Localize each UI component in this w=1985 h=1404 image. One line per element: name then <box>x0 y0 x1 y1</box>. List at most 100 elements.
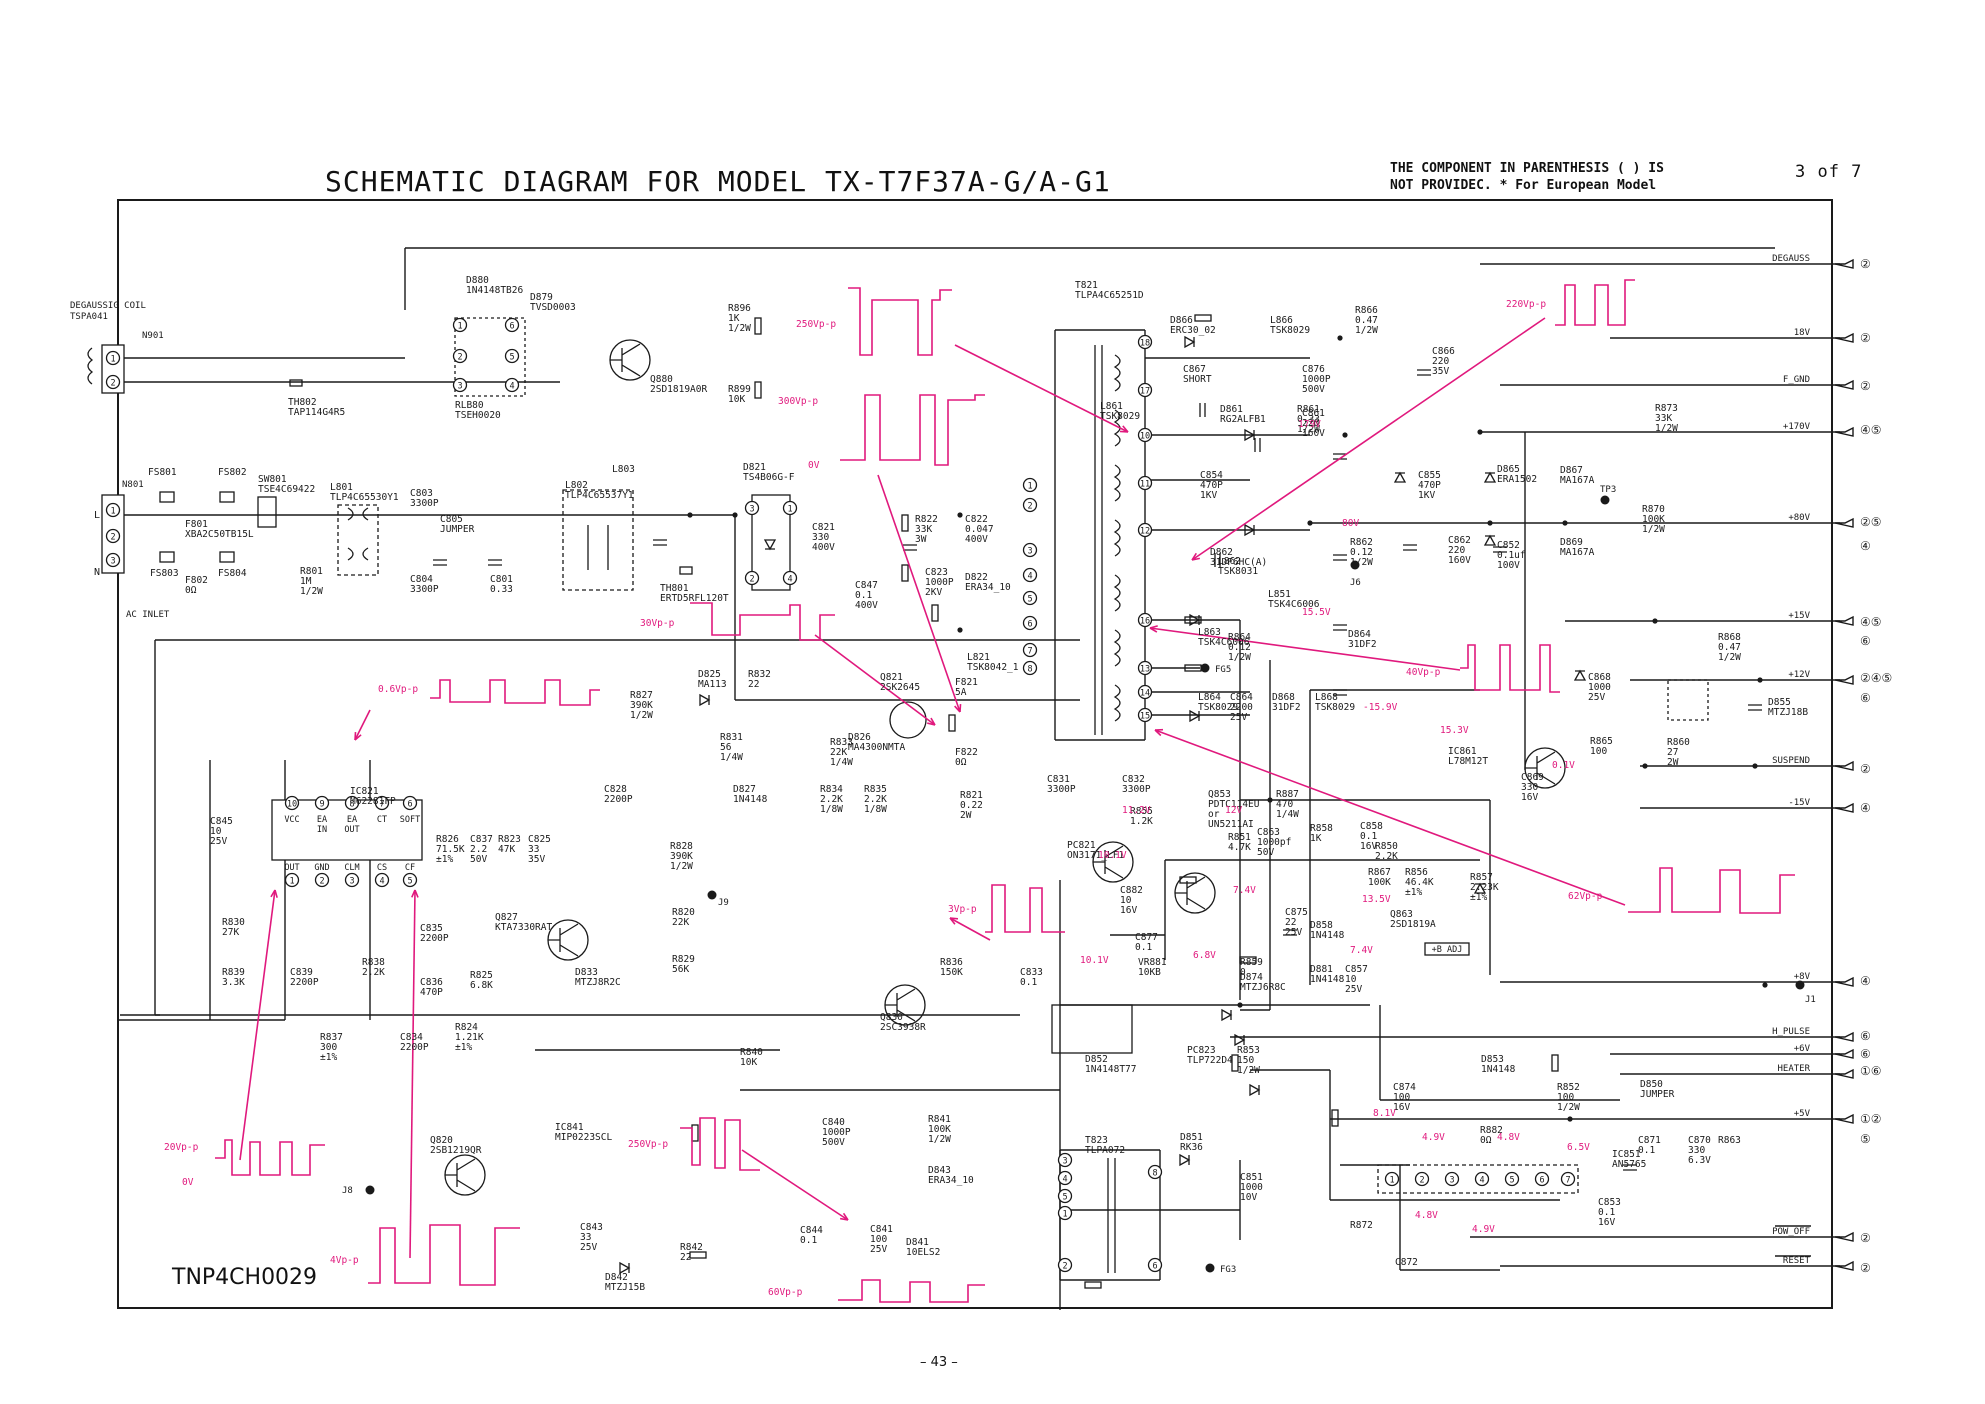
component-c821: C821 <box>812 522 835 533</box>
component-c864: 2200 <box>1230 702 1253 713</box>
waveform-pointer <box>954 344 1129 433</box>
component-d879: D879 <box>530 292 553 303</box>
output-label: +80V <box>1788 513 1810 523</box>
ac-inlet-label: AC INLET <box>126 610 170 620</box>
output-arrow <box>1834 760 1854 771</box>
test-point <box>707 890 717 900</box>
component-c803: 3300P <box>410 498 439 509</box>
diode <box>1234 1033 1246 1047</box>
voltage-label: 15.3V <box>1440 725 1469 736</box>
voltage-label: 20Vp-p <box>164 1142 199 1153</box>
relay-rlb80 <box>454 317 526 397</box>
component-c822: 400V <box>965 534 988 545</box>
ic821-pin-label: OUT <box>344 825 359 835</box>
output-arrow <box>1834 615 1854 626</box>
component-r827: 1/2W <box>630 710 653 721</box>
component-fs801: FS801 <box>148 467 177 478</box>
ic821-pin-label: GND <box>314 863 329 873</box>
component-r856: R856 <box>1405 867 1428 878</box>
component-c841: 100 <box>870 1234 887 1245</box>
output-label: +6V <box>1794 1044 1811 1054</box>
component-r862: R862 <box>1350 537 1373 548</box>
wire <box>1060 1004 1620 1101</box>
voltage-label: 250Vp-p <box>628 1139 668 1150</box>
component-r870: 1/2W <box>1642 524 1665 535</box>
component-ic821: M62281FP <box>350 796 396 807</box>
component-d858: 1N4148 <box>1310 930 1345 941</box>
ic-ic821 <box>271 799 423 861</box>
component-vr881: 10KB <box>1138 967 1161 978</box>
component-r896: R896 <box>728 303 751 314</box>
pin-number: 3 <box>110 557 115 567</box>
component-r840: R840 <box>740 1047 763 1058</box>
component-c882: 10 <box>1120 895 1132 906</box>
component-r801: 1M <box>300 576 312 587</box>
capacitor <box>1199 403 1206 417</box>
component-r860: 2W <box>1667 757 1679 768</box>
filter-l801 <box>337 504 379 576</box>
component-r833: 22K <box>830 747 847 758</box>
waveform-arrowhead <box>839 1212 849 1221</box>
component-r834: 2.2K <box>820 794 843 805</box>
diode <box>1189 709 1201 723</box>
voltage-label: 4Vp-p <box>330 1255 359 1266</box>
ic-ic851 <box>1377 1164 1579 1194</box>
component-r861: R861 <box>1297 404 1320 415</box>
diode <box>1249 1083 1261 1097</box>
component-r824: 1.21K <box>455 1032 484 1043</box>
pin-marker <box>402 795 418 811</box>
pin-marker <box>1137 612 1153 628</box>
pin-number: 2 <box>110 379 115 389</box>
pin-number: 6 <box>1027 620 1032 630</box>
component-c839: C839 <box>290 967 313 978</box>
output-label: +170V <box>1783 422 1811 432</box>
component-c840: 500V <box>822 1137 845 1148</box>
output-arrow <box>1834 1260 1854 1271</box>
component-note-line1: THE COMPONENT IN PARENTHESIS ( ) IS <box>1390 161 1664 176</box>
component-r837: ±1% <box>320 1052 337 1063</box>
voltage-label: 6.8V <box>1193 950 1216 961</box>
component-d880: D880 <box>466 275 489 286</box>
pin-number: 5 <box>407 877 412 887</box>
junction-dot <box>1642 763 1648 769</box>
output-arrow <box>1834 802 1854 813</box>
transistor-leads <box>1175 876 1206 910</box>
component-q830: 2SC3938R <box>880 1022 926 1033</box>
component-r850: R850 <box>1375 841 1398 852</box>
output-connector: ⑤ <box>1860 1132 1871 1146</box>
pin-marker <box>1022 477 1038 493</box>
transformer-winding <box>1113 519 1121 557</box>
component-c843: C843 <box>580 1222 603 1233</box>
component-l802: L802 <box>565 480 588 491</box>
voltage-label: 220Vp-p <box>1506 299 1546 310</box>
component-r860: R860 <box>1667 737 1690 748</box>
output-label: DEGAUSS <box>1772 254 1810 264</box>
waveform-pointer <box>1191 317 1546 561</box>
voltage-label: 250Vp-p <box>796 319 836 330</box>
component-r856: ±1% <box>1405 887 1422 898</box>
resistor <box>1551 1054 1559 1072</box>
pin-number: 1 <box>110 507 115 517</box>
component-c875: 25V <box>1285 927 1302 938</box>
pin-number: 1 <box>289 877 294 887</box>
voltage-label: 4.9V <box>1422 1132 1445 1143</box>
component-c845: 25V <box>210 836 227 847</box>
component-r887: 1/4W <box>1276 809 1299 820</box>
pin-marker <box>452 348 468 364</box>
component-l862: TSK8031 <box>1218 566 1258 577</box>
output-connector: ①⑥ <box>1860 1064 1882 1078</box>
component-d821: TS4B06G-F <box>743 472 795 483</box>
component-d865: ERA1502 <box>1497 474 1537 485</box>
output-connector: ①② <box>1860 1112 1882 1126</box>
component-d822: ERA34_10 <box>965 582 1011 593</box>
degauss-wire <box>124 357 560 383</box>
component-r858: 1K <box>1310 833 1322 844</box>
component-c837: 50V <box>470 854 487 865</box>
component-d865: D865 <box>1497 464 1520 475</box>
voltage-label: 30Vp-p <box>640 618 675 629</box>
connector-n801: N801 <box>122 480 144 490</box>
filter-core <box>587 525 609 570</box>
component-r829: R829 <box>672 954 695 965</box>
component-c857: 25V <box>1345 984 1362 995</box>
